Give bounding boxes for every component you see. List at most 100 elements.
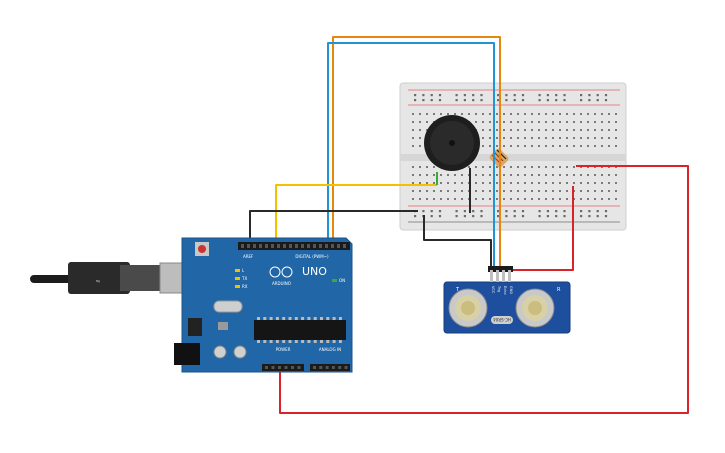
- breadboard-hole: [419, 121, 421, 123]
- rail-hole: [546, 99, 549, 102]
- piezo-buzzer[interactable]: [424, 115, 480, 171]
- breadboard-hole: [524, 198, 526, 200]
- breadboard-hole: [440, 198, 442, 200]
- rail-hole: [555, 210, 558, 213]
- breadboard-hole: [482, 198, 484, 200]
- wire-red-vcc[interactable]: [510, 186, 574, 271]
- digital-pin: [265, 244, 268, 248]
- breadboard-hole: [412, 121, 414, 123]
- breadboard-hole: [496, 145, 498, 147]
- breadboard-hole: [482, 174, 484, 176]
- breadboard-hole: [531, 113, 533, 115]
- breadboard-hole: [412, 137, 414, 139]
- wire-black-gnd[interactable]: [249, 210, 418, 238]
- breadboard-hole: [496, 182, 498, 184]
- rail-hole: [546, 215, 549, 218]
- breadboard-hole: [545, 121, 547, 123]
- rail-hole: [596, 99, 599, 102]
- breadboard-hole: [454, 198, 456, 200]
- breadboard-hole: [587, 145, 589, 147]
- breadboard-hole: [461, 198, 463, 200]
- breadboard-hole: [538, 182, 540, 184]
- sensor-model-label: HC-SR04: [493, 317, 511, 322]
- usb-cable[interactable]: ⇋: [30, 262, 209, 294]
- wire-black-sensor[interactable]: [423, 215, 492, 270]
- breadboard-hole: [552, 113, 554, 115]
- digital-pin: [343, 244, 346, 248]
- chip-pin: [275, 317, 279, 320]
- rail-hole: [422, 94, 425, 97]
- breadboard-hole: [503, 182, 505, 184]
- breadboard-hole: [566, 113, 568, 115]
- rail-hole: [555, 99, 558, 102]
- digital-pin: [337, 244, 340, 248]
- breadboard-hole: [559, 174, 561, 176]
- digital-pin: [241, 244, 244, 248]
- breadboard-hole: [503, 198, 505, 200]
- breadboard-hole: [531, 137, 533, 139]
- breadboard-hole: [545, 129, 547, 131]
- rail-hole: [505, 99, 508, 102]
- breadboard-hole: [545, 113, 547, 115]
- breadboard-hole: [426, 113, 428, 115]
- breadboard-hole: [524, 145, 526, 147]
- breadboard-hole: [573, 137, 575, 139]
- breadboard-hole: [580, 145, 582, 147]
- breadboard-hole: [489, 182, 491, 184]
- chip-pin: [320, 340, 323, 343]
- chip-pins: [257, 317, 342, 343]
- rail-hole: [555, 215, 558, 218]
- breadboard-hole: [531, 198, 533, 200]
- reset-button-cap[interactable]: [198, 245, 206, 253]
- breadboard-hole: [587, 198, 589, 200]
- rail-hole: [521, 94, 525, 97]
- rail-hole: [455, 94, 458, 97]
- breadboard-hole: [552, 174, 554, 176]
- power-jack[interactable]: [174, 343, 200, 365]
- voltage-regulator: [188, 318, 202, 336]
- breadboard-hole: [461, 113, 463, 115]
- arduino-uno[interactable]: DIGITAL (PWM~) AREF UNO ARDUINO TX RX L …: [174, 237, 353, 373]
- breadboard-hole: [594, 174, 596, 176]
- breadboard-hole: [412, 190, 414, 192]
- breadboard-hole: [468, 166, 470, 168]
- breadboard-hole: [447, 198, 449, 200]
- breadboard-hole: [587, 137, 589, 139]
- breadboard-hole: [552, 121, 554, 123]
- rail-hole: [580, 99, 583, 102]
- sensor-side-left: T: [455, 287, 460, 293]
- breadboard-hole: [566, 137, 568, 139]
- power-label: POWER: [276, 347, 291, 352]
- breadboard-hole: [559, 145, 561, 147]
- breadboard-hole: [559, 190, 561, 192]
- rail-hole: [596, 210, 599, 213]
- rail-hole: [438, 99, 442, 102]
- breadboard-hole: [566, 145, 568, 147]
- breadboard-hole: [517, 121, 519, 123]
- breadboard-hole: [426, 174, 428, 176]
- rail-hole: [430, 94, 433, 97]
- wire-red-5v[interactable]: [279, 165, 689, 414]
- digital-pin: [313, 244, 316, 248]
- wire-blue[interactable]: [327, 42, 495, 270]
- breadboard-hole: [615, 145, 617, 147]
- power-pin: [297, 366, 301, 369]
- arduino-logo-icon-2: [281, 266, 293, 278]
- breadboard-hole: [545, 190, 547, 192]
- power-pin: [278, 366, 281, 369]
- breadboard-hole: [489, 166, 491, 168]
- breadboard-hole: [496, 121, 498, 123]
- breadboard-hole: [503, 129, 505, 131]
- breadboard-hole: [615, 174, 617, 176]
- digital-pin: [301, 244, 304, 248]
- breadboard-hole: [594, 129, 596, 131]
- breadboard-hole: [580, 137, 582, 139]
- sensor-pin-gnd: [508, 270, 511, 282]
- wire-yellow[interactable]: [275, 184, 437, 238]
- breadboard-hole: [531, 129, 533, 131]
- wire-orange[interactable]: [332, 36, 501, 270]
- breadboard-hole: [566, 121, 568, 123]
- chip-pin: [332, 340, 336, 343]
